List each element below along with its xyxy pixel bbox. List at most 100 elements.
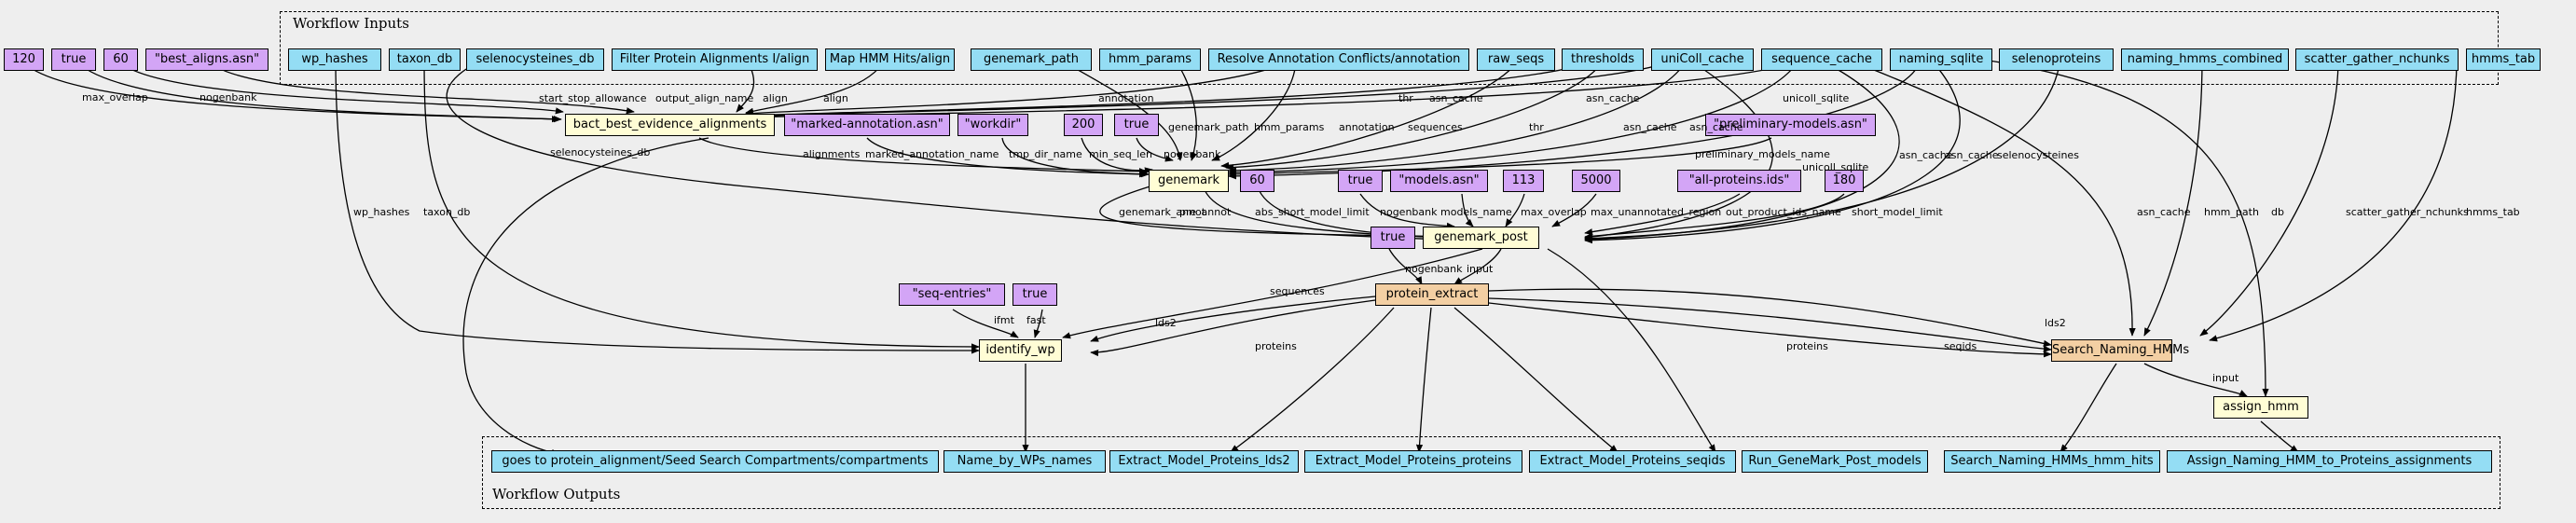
edge-60-bact [116,58,564,115]
value-marked-annotation[interactable]: "marked-annotation.asn" [784,114,950,136]
input-selenoproteins[interactable]: selenoproteins [1999,48,2114,71]
value-200[interactable]: 200 [1064,114,1103,136]
step-assign-hmm[interactable]: assign_hmm [2213,396,2308,419]
edge-protext-search-b [1488,297,2052,352]
edge-label-out-product-ids-name: out_product_ids_name [1726,206,1841,218]
edge-rawseqs-genemark [1220,58,1521,169]
edge-label-lds2-1: lds2 [1155,317,1177,329]
input-scatter-gather-nchunks[interactable]: scatter_gather_nchunks [2295,48,2459,71]
workflow-outputs-label: Workflow Outputs [492,486,621,502]
step-identify-wp[interactable]: identify_wp [979,339,1062,362]
output-name-by-wps-names[interactable]: Name_by_WPs_names [944,450,1106,473]
edge-seleno-post [1584,58,2061,242]
input-sequence-cache[interactable]: sequence_cache [1761,48,1882,71]
edge-label-align-1: align [763,92,788,104]
step-search-naming-hmms[interactable]: Search_Naming_HMMs [2051,339,2189,362]
input-thresholds[interactable]: thresholds [1562,48,1644,71]
workflow-inputs-label: Workflow Inputs [293,15,409,32]
edge-label-pre-annot: pre_annot [1179,206,1232,218]
edge-label-thr-1: thr [1398,92,1413,104]
edge-workdir-genemark [1001,137,1150,178]
edge-label-taxon-db: taxon_db [423,206,471,218]
step-protein-extract[interactable]: protein_extract [1375,283,1489,306]
value-workdir[interactable]: "workdir" [957,114,1028,136]
edge-label-selenocysteines-db: selenocysteines_db [550,146,651,158]
output-goes-to-compartments[interactable]: goes to protein_alignment/Seed Search Co… [491,450,939,473]
value-best-aligns[interactable]: "best_aligns.asn" [145,48,269,71]
edge-protext-search-a [1488,288,2052,347]
value-preliminary-models[interactable]: "preliminary-models.asn" [1705,114,1876,136]
input-selenocysteines-db[interactable]: selenocysteines_db [466,48,604,71]
edge-seqcache-genemark [1228,58,1800,176]
edge-label-nogenbank-2: nogenbank [1164,148,1221,160]
output-extract-model-proteins-seqids[interactable]: Extract_Model_Proteins_seqids [1529,450,1736,473]
edge-label-asn-cache-4: asn_cache [1689,121,1743,133]
edge-label-marked-annotation-name: marked_annotation_name [865,148,999,160]
edge-seqentries-identify [952,309,1019,338]
workflow-outputs-cluster [482,436,2500,509]
output-run-genemark-post-models[interactable]: Run_GeneMark_Post_models [1742,450,1928,473]
edge-label-seqids: seqids [1944,340,1977,352]
edge-resolve-bact [745,58,1297,117]
edge-naminghmms-search [2143,58,2203,337]
edge-search-assign [2143,363,2248,397]
input-resolve-annotation-conflicts-annotation[interactable]: Resolve Annotation Conflicts/annotation [1208,48,1469,71]
input-genemark-path[interactable]: genemark_path [971,48,1092,71]
edge-protext-lds2 [1230,307,1395,453]
value-true-5[interactable]: true [1012,283,1057,306]
edge-label-tmp-dir-name: tmp_dir_name [1009,148,1082,160]
value-180[interactable]: 180 [1825,170,1864,192]
edge-label-max-overlap: max_overlap [82,91,148,103]
edge-label-selenocysteines: selenocysteines [1997,149,2079,161]
step-genemark-post[interactable]: genemark_post [1423,227,1539,249]
edge-113-post [1505,193,1525,227]
input-map-hmm-hits-align[interactable]: Map HMM Hits/align [825,48,955,71]
output-extract-model-proteins-lds2[interactable]: Extract_Model_Proteins_lds2 [1109,450,1299,473]
edge-180-post [1584,193,1845,240]
input-unicoll-cache[interactable]: uniColl_cache [1651,48,1754,71]
edge-label-hmm-params: hmm_params [1254,121,1325,133]
edge-label-input-2: input [2212,372,2239,384]
edge-label-max-unannotated-region: max_unannotated_region [1591,206,1722,218]
value-true-4[interactable]: true [1371,227,1415,249]
output-search-naming-hmms-hmm-hits[interactable]: Search_Naming_HMMs_hmm_hits [1944,450,2160,473]
value-all-proteins-ids[interactable]: "all-proteins.ids" [1677,170,1801,192]
edge-label-start-stop-allowance: start_stop_allowance [539,92,647,104]
edge-true-bact [74,58,562,123]
input-taxon-db[interactable]: taxon_db [389,48,461,71]
edge-label-sequences-2: sequences [1270,285,1325,297]
edge-naming-post [1584,58,1961,244]
input-wp-hashes[interactable]: wp_hashes [288,48,381,71]
value-120[interactable]: 120 [4,48,44,71]
edge-post-identify [1062,248,1483,339]
output-assign-naming-hmm-to-proteins-assignments[interactable]: Assign_Naming_HMM_to_Proteins_assignment… [2167,450,2492,473]
input-hmms-tab[interactable]: hmms_tab [2466,48,2541,71]
value-true-1[interactable]: true [51,48,96,71]
input-filter-protein-alignments-align[interactable]: Filter Protein Alignments I/align [612,48,818,71]
input-naming-hmms-combined[interactable]: naming_hmms_combined [2121,48,2289,71]
value-60-2[interactable]: 60 [1240,170,1274,192]
edge-label-min-seq-len: min_seq_len [1089,148,1153,160]
input-naming-sqlite[interactable]: naming_sqlite [1890,48,1992,71]
value-5000[interactable]: 5000 [1572,170,1620,192]
value-true-3[interactable]: true [1338,170,1383,192]
value-models-asn[interactable]: "models.asn" [1390,170,1488,192]
value-113[interactable]: 113 [1503,170,1544,192]
input-hmm-params[interactable]: hmm_params [1099,48,1201,71]
edge-label-genemark-path: genemark_path [1168,121,1249,133]
output-extract-model-proteins-proteins[interactable]: Extract_Model_Proteins_proteins [1304,450,1522,473]
edge-label-unicoll-sqlite-1: unicoll_sqlite [1783,92,1850,104]
value-seq-entries[interactable]: "seq-entries" [899,283,1005,306]
step-bact-best-evidence-alignments[interactable]: bact_best_evidence_alignments [565,114,775,136]
edge-label-asn-cache-7: asn_cache [2137,206,2191,218]
edge-naming-assign [1976,58,2269,397]
edge-label-hmms-tab: hmms_tab [2466,206,2520,218]
input-raw-seqs[interactable]: raw_seqs [1477,48,1555,71]
edge-label-ifmt: ifmt [994,314,1014,326]
step-genemark[interactable]: genemark [1149,170,1229,192]
value-true-2[interactable]: true [1114,114,1159,136]
edge-protext-search-c [1488,302,2052,358]
value-60-1[interactable]: 60 [103,48,138,71]
edge-label-nogenbank-3: nogenbank [1380,206,1438,218]
